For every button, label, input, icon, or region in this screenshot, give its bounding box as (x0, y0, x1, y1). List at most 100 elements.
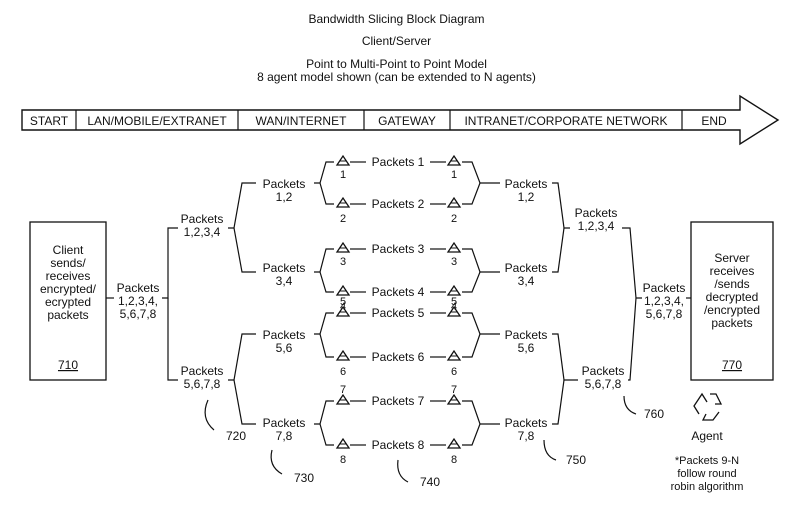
agent-note-line: *Packets 9-N (675, 455, 739, 467)
agent-recycle-icon (335, 393, 351, 405)
lane-label: Packets 4 (372, 285, 425, 299)
lane-left-number: 7 (340, 384, 346, 396)
left-packets-1234: 1,2,3,4 (184, 225, 221, 239)
right-packets-5678: 5,6,7,8 (585, 377, 622, 391)
model-caption: Point to Multi-Point to Point Model (306, 57, 487, 71)
right-packets-1234-word: Packets (575, 206, 618, 220)
left-packets-5678: 5,6,7,8 (184, 377, 221, 391)
left-packets-56-word: Packets (263, 328, 306, 342)
agent-legend: Agent *Packets 9-N follow round robin al… (671, 392, 744, 493)
lane-label: Packets 1 (372, 155, 425, 169)
server-ref: 770 (722, 358, 742, 372)
client-packets-word: Packets (117, 281, 160, 295)
agent-recycle-icon (446, 393, 462, 405)
server-line: decrypted (706, 290, 759, 304)
client-line: sends/ (50, 256, 86, 270)
right-packets-5678-word: Packets (582, 364, 625, 378)
client-line: receives (46, 269, 91, 283)
lane-left-number: 3 (340, 256, 346, 268)
lane-left-number: 6 (340, 366, 346, 378)
server-box: Server receives /sends decrypted /encryp… (690, 221, 774, 381)
right-packets-78-word: Packets (505, 416, 548, 430)
agent-note-line: follow round (677, 468, 736, 480)
agent-recycle-icon (446, 284, 462, 296)
server-line: packets (711, 316, 752, 330)
bar-segment-start: START (30, 114, 69, 128)
client-ref: 710 (58, 358, 78, 372)
left-packets-78-word: Packets (263, 416, 306, 430)
left-packets-12: 1,2 (276, 190, 293, 204)
agent-lane: Packets 1 1 1 (335, 154, 462, 181)
lane-left-number: 5 (340, 296, 346, 308)
lane-right-number: 5 (451, 296, 457, 308)
right-packets-1234: 1,2,3,4 (578, 219, 615, 233)
lane-left-number: 2 (340, 213, 346, 225)
client-box: Client sends/ receives encrypted/ ecrypt… (29, 221, 107, 381)
lane-label: Packets 6 (372, 350, 425, 364)
right-packets-56-word: Packets (505, 328, 548, 342)
agent-recycle-icon (446, 437, 462, 449)
bar-segment-gateway: GATEWAY (378, 114, 436, 128)
lane-right-number: 8 (451, 454, 457, 466)
agent-label: Agent (691, 429, 723, 443)
lane-label: Packets 3 (372, 242, 425, 256)
lane-label: Packets 2 (372, 197, 425, 211)
lane-label: Packets 5 (372, 306, 425, 320)
right-packets-78: 7,8 (518, 429, 535, 443)
agent-note-line: robin algorithm (671, 481, 744, 493)
left-packets-12-word: Packets (263, 177, 306, 191)
branch-wires (106, 161, 691, 446)
ref-730: 730 (294, 471, 314, 485)
agent-recycle-icon (335, 241, 351, 253)
agents-caption: 8 agent model shown (can be extended to … (257, 70, 536, 84)
right-packets-12-word: Packets (505, 177, 548, 191)
lane-right-number: 2 (451, 213, 457, 225)
server-line: /sends (714, 277, 749, 291)
left-packets-5678-word: Packets (181, 364, 224, 378)
client-line: packets (47, 308, 88, 322)
reference-callouts: 720 730 740 750 760 (204, 395, 664, 489)
agent-lane: Packets 2 2 2 (335, 196, 462, 225)
left-packets-56: 5,6 (276, 341, 293, 355)
lane-right-number: 6 (451, 366, 457, 378)
right-packets-56: 5,6 (518, 341, 535, 355)
agent-recycle-icon (446, 305, 462, 317)
lane-right-number: 3 (451, 256, 457, 268)
client-line: encrypted/ (40, 282, 97, 296)
agent-recycle-icon (335, 154, 351, 166)
ref-760: 760 (644, 407, 664, 421)
ref-720: 720 (226, 429, 246, 443)
bar-segment-intranet: INTRANET/CORPORATE NETWORK (464, 114, 667, 128)
ref-750: 750 (566, 453, 586, 467)
bar-segment-lan: LAN/MOBILE/EXTRANET (87, 114, 227, 128)
agent-recycle-icon (335, 437, 351, 449)
lane-label: Packets 7 (372, 394, 425, 408)
server-line: Server (714, 251, 749, 265)
agent-lane: Packets 6 6 6 (335, 349, 462, 378)
lane-left-number: 8 (340, 454, 346, 466)
agent-recycle-icon (446, 154, 462, 166)
left-packets-1234-word: Packets (181, 212, 224, 226)
client-packets-all2: 5,6,7,8 (120, 307, 157, 321)
server-packets-all: 1,2,3,4, (644, 294, 684, 308)
lane-right-number: 1 (451, 169, 457, 181)
client-line: ecrypted (45, 295, 91, 309)
right-packets-34-word: Packets (505, 261, 548, 275)
right-packets-34: 3,4 (518, 274, 535, 288)
lane-left-number: 1 (340, 169, 346, 181)
server-line: /encrypted (704, 303, 760, 317)
server-line: receives (710, 264, 755, 278)
agent-recycle-icon (335, 196, 351, 208)
server-packets-all2: 5,6,7,8 (646, 307, 683, 321)
left-packets-78: 7,8 (276, 429, 293, 443)
network-path-bar: START LAN/MOBILE/EXTRANET WAN/INTERNET G… (21, 94, 780, 146)
left-packets-34: 3,4 (276, 274, 293, 288)
bar-segment-wan: WAN/INTERNET (256, 114, 348, 128)
bar-segment-end: END (701, 114, 727, 128)
agent-recycle-icon (446, 196, 462, 208)
left-packets-34-word: Packets (263, 261, 306, 275)
